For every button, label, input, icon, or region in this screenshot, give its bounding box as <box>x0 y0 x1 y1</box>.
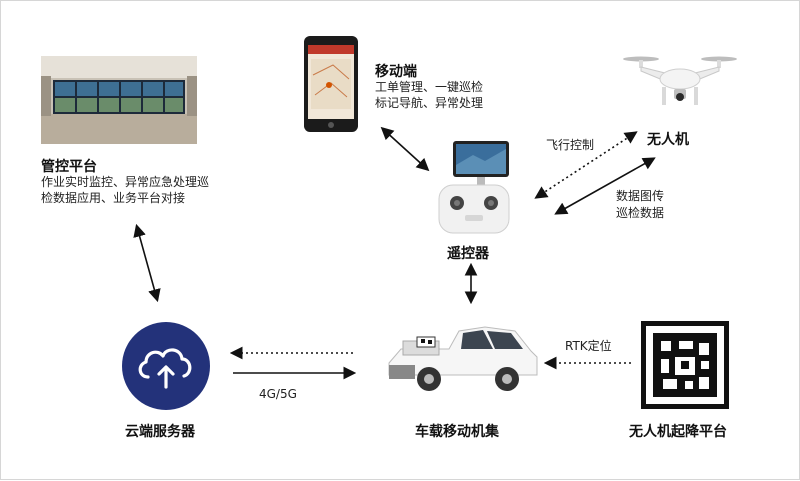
control-platform-title: 管控平台 <box>41 159 97 175</box>
flight-control-label: 飞行控制 <box>546 138 595 152</box>
control-center-image <box>41 56 197 144</box>
drone-title: 无人机 <box>647 132 689 148</box>
drone-image <box>623 56 737 105</box>
control-platform-desc-line2: 检数据应用、业务平台对接 <box>41 191 186 205</box>
mobile-title: 移动端 <box>375 64 417 80</box>
remote-controller-title: 遥控器 <box>447 246 489 262</box>
data-transfer-label-line2: 巡检数据 <box>616 206 665 220</box>
landing-pad-title: 无人机起降平台 <box>629 424 727 440</box>
arrow-mobile-remote <box>380 126 430 172</box>
mobile-phone-image <box>304 36 358 132</box>
rtk-label: RTK定位 <box>565 339 612 353</box>
arrow-data-transfer <box>554 157 656 215</box>
vehicle-image <box>388 326 538 391</box>
data-transfer-label-line1: 数据图传 <box>616 189 665 203</box>
control-platform-desc-line1: 作业实时监控、异常应急处理巡 <box>41 175 210 189</box>
arrow-control-cloud <box>133 223 161 303</box>
mobile-desc-line1: 工单管理、一键巡检 <box>375 80 484 94</box>
cloud-server-title: 云端服务器 <box>125 424 195 440</box>
mobile-desc-line2: 标记导航、异常处理 <box>375 96 484 110</box>
remote-controller-image <box>438 141 510 234</box>
cloud-server-icon <box>122 322 210 410</box>
vehicle-title: 车载移动机集 <box>415 424 499 440</box>
landing-pad-marker <box>641 321 729 409</box>
network-label: 4G/5G <box>259 387 297 401</box>
